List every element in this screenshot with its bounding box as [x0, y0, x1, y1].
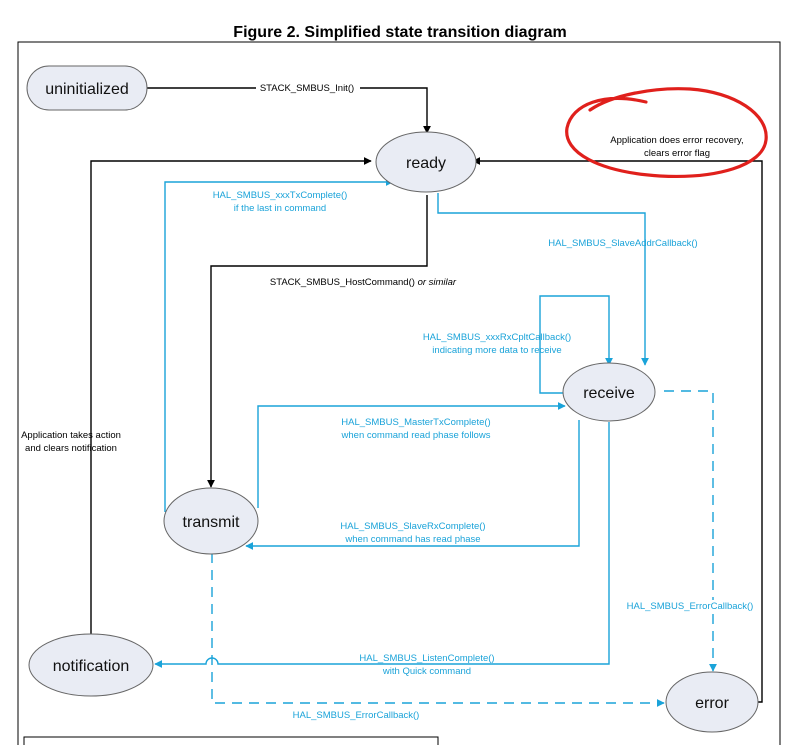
arrow-slave-rx	[245, 420, 580, 550]
note-app-action-2: and clears notification	[25, 443, 117, 454]
figure-frame	[17, 41, 781, 745]
arrow-init	[147, 87, 431, 134]
note-error-recovery-2: clears error flag	[644, 148, 710, 159]
state-error: error	[665, 671, 759, 733]
state-receive: receive	[562, 362, 656, 422]
transition-label-rx-cplt-1: HAL_SMBUS_xxxRxCpltCallback()	[423, 332, 571, 343]
state-ready-label: ready	[406, 155, 446, 172]
state-transmit-label: transmit	[183, 514, 240, 531]
arrow-rx-cplt-loop	[539, 295, 613, 394]
arrow-error-from-transmit	[211, 553, 665, 707]
arrow-master-tx	[257, 402, 566, 508]
transition-label-tx-complete-2: if the last in command	[234, 203, 326, 214]
transition-label-error-cb-transmit: HAL_SMBUS_ErrorCallback()	[293, 710, 420, 721]
arrow-notification-to-ready	[90, 157, 372, 634]
transition-label-listen-complete-2: with Quick command	[382, 666, 471, 677]
note-app-action-1: Application takes action	[21, 430, 121, 441]
state-notification: notification	[28, 633, 154, 697]
transition-label-error-cb-receive: HAL_SMBUS_ErrorCallback()	[627, 601, 754, 612]
state-uninitialized: uninitialized	[26, 65, 148, 111]
inner-box-top	[23, 736, 439, 745]
state-uninitialized-label: uninitialized	[45, 81, 129, 98]
arrow-host-command	[207, 195, 428, 488]
note-error-recovery-1: Application does error recovery,	[610, 135, 743, 146]
transition-label-tx-complete-1: HAL_SMBUS_xxxTxComplete()	[213, 190, 348, 201]
transition-label-slave-rx-2: when command has read phase	[344, 534, 480, 545]
init-label-bg	[256, 82, 360, 94]
transition-label-listen-complete-1: HAL_SMBUS_ListenComplete()	[359, 653, 494, 664]
transition-label-master-tx-1: HAL_SMBUS_MasterTxComplete()	[341, 417, 490, 428]
arrow-listen-complete	[154, 422, 610, 668]
arrow-tx-complete	[164, 178, 394, 512]
arrow-error-from-receive	[664, 390, 717, 672]
transition-label-slave-addr: HAL_SMBUS_SlaveAddrCallback()	[548, 238, 697, 249]
transition-label-master-tx-2: when command read phase follows	[341, 430, 491, 441]
arrow-slave-addr	[437, 193, 649, 366]
red-annotation-circle	[565, 87, 768, 179]
arrow-error-to-ready	[472, 157, 763, 703]
transition-label-slave-rx-1: HAL_SMBUS_SlaveRxComplete()	[340, 521, 485, 532]
transition-label-rx-cplt-2: indicating more data to receive	[432, 345, 561, 356]
state-transmit: transmit	[163, 487, 259, 555]
transition-label-init: STACK_SMBUS_Init()	[260, 83, 354, 94]
state-ready: ready	[375, 131, 477, 193]
state-error-label: error	[695, 695, 729, 712]
transition-label-host-command: STACK_SMBUS_HostCommand() or similar	[270, 277, 457, 288]
figure-title: Figure 2. Simplified state transition di…	[233, 24, 566, 41]
error-cb-receive-label-bg	[622, 600, 758, 612]
state-notification-label: notification	[53, 658, 130, 675]
state-receive-label: receive	[583, 385, 635, 402]
